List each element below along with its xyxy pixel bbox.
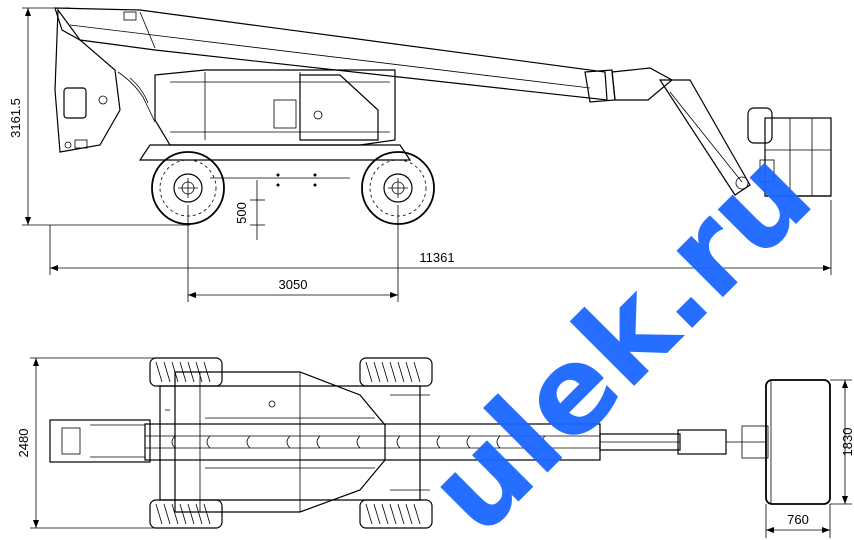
- height-dimension: 3161.5: [8, 7, 190, 226]
- boom-top: [49, 419, 769, 463]
- chassis: [54, 8, 412, 187]
- wheelbase-dimension: 3050: [187, 205, 399, 302]
- overall-height-label: 3161.5: [8, 98, 23, 138]
- width-dimension: 2480: [16, 357, 160, 529]
- watermark-text: ulek.ru: [402, 124, 838, 540]
- ground-clearance-dimension: 500: [234, 180, 265, 240]
- top-view: 2480: [16, 357, 854, 538]
- wheelbase-label: 3050: [279, 277, 308, 292]
- side-view: 3161.5: [8, 7, 832, 302]
- platform-top: [765, 379, 831, 505]
- tire-front-bottom: [359, 499, 433, 529]
- chassis-top: [159, 371, 430, 513]
- platform-width-label: 1830: [840, 428, 854, 457]
- platform-basket: [747, 107, 832, 197]
- overall-width-label: 2480: [16, 429, 31, 458]
- ground-clearance-label: 500: [234, 202, 249, 224]
- main-boom: [54, 7, 616, 103]
- platform-width-dimension: 1830: [830, 379, 854, 505]
- length-dimension: 11361: [49, 200, 832, 275]
- platform-depth-dimension: 760: [765, 504, 831, 538]
- tire-front-top: [359, 357, 433, 387]
- tire-rear-bottom: [149, 499, 223, 529]
- platform-depth-label: 760: [787, 512, 809, 527]
- jib-arm: [611, 67, 751, 196]
- overall-length-label: 11361: [419, 250, 454, 265]
